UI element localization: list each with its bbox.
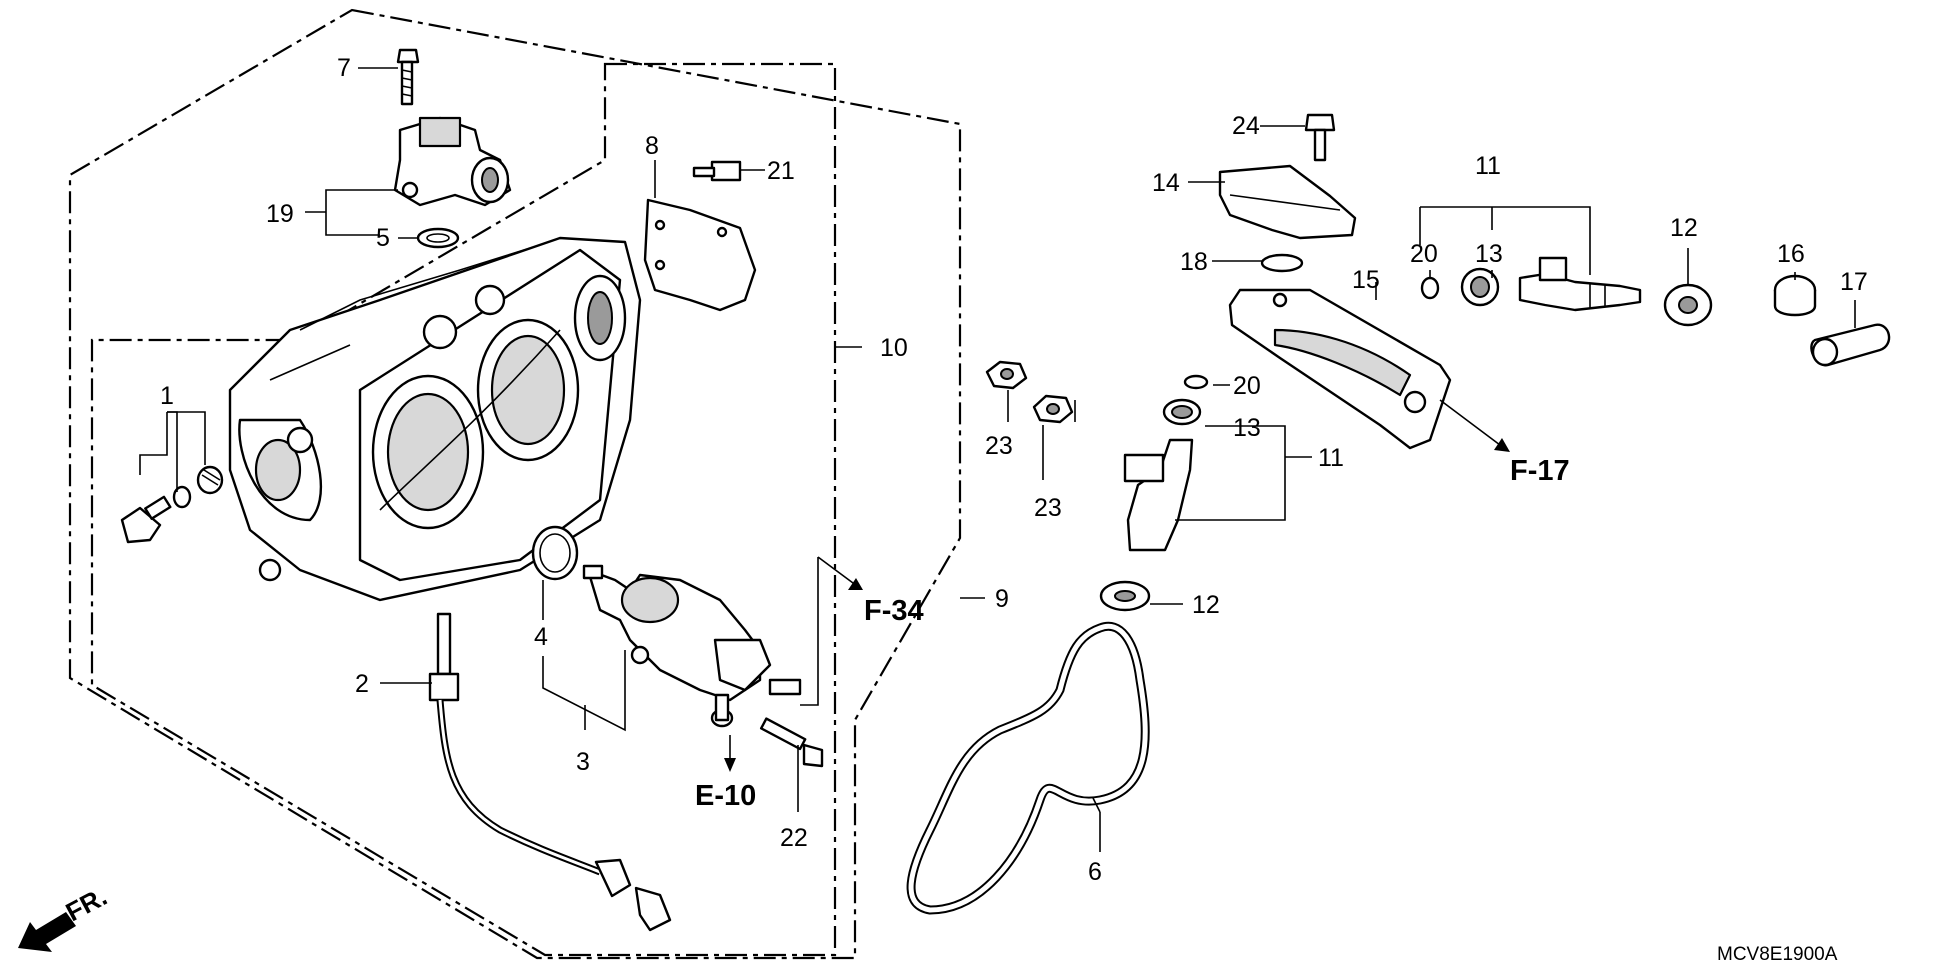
grommet-13-lower <box>1162 398 1202 426</box>
label-23b: 23 <box>1034 494 1062 522</box>
map-sensor-19 <box>393 116 512 207</box>
label-13-upper: 13 <box>1475 240 1503 268</box>
bolt-7 <box>396 48 420 106</box>
front-arrow-icon <box>18 912 76 952</box>
injector-11-lower <box>1123 438 1194 552</box>
label-20-upper: 20 <box>1410 240 1438 268</box>
ref-f34: F-34 <box>864 595 924 627</box>
bolt-22 <box>759 717 824 768</box>
cap-16 <box>1773 274 1817 317</box>
screw-21 <box>692 160 742 182</box>
label-6: 6 <box>1088 858 1102 886</box>
label-14: 14 <box>1152 169 1180 197</box>
label-10: 10 <box>880 334 908 362</box>
leader-lines <box>139 67 1856 852</box>
fuel-rail-15 <box>1228 288 1452 450</box>
reference-labels: F-34 F-17 E-10 FR. MCV8E1900A <box>61 455 1838 965</box>
label-9: 9 <box>995 585 1009 613</box>
gasket-6 <box>906 621 1150 915</box>
o-ring-5 <box>416 227 460 249</box>
label-16: 16 <box>1777 240 1805 268</box>
label-12-lower: 12 <box>1192 591 1220 619</box>
bracket-8 <box>643 198 757 312</box>
label-18: 18 <box>1180 248 1208 276</box>
idle-air-valve-3 <box>582 564 802 728</box>
cover-14 <box>1218 164 1357 240</box>
label-3: 3 <box>576 748 590 776</box>
label-17: 17 <box>1840 268 1868 296</box>
throttle-body <box>228 236 642 602</box>
ref-f17: F-17 <box>1510 455 1570 487</box>
nut-23-b <box>1032 394 1074 424</box>
assembly-9-boundary <box>68 8 962 960</box>
sensor-cable-2 <box>428 612 672 932</box>
diagram-code: MCV8E1900A <box>1717 944 1838 965</box>
label-21: 21 <box>767 157 795 185</box>
label-23a: 23 <box>985 432 1013 460</box>
label-8: 8 <box>645 132 659 160</box>
ref-e10: E-10 <box>695 780 756 812</box>
injector-11-upper <box>1518 256 1642 312</box>
seal-12-upper <box>1663 283 1713 327</box>
o-ring-20-lower <box>1183 374 1209 390</box>
label-20-lower: 20 <box>1233 372 1261 400</box>
assembly-10-boundary <box>90 62 837 957</box>
label-24: 24 <box>1232 112 1260 140</box>
label-1: 1 <box>160 382 174 410</box>
grommet-13-upper <box>1460 267 1500 307</box>
seal-12-lower <box>1099 580 1151 612</box>
label-7: 7 <box>337 54 351 82</box>
o-ring-20-upper <box>1420 276 1440 300</box>
label-12-upper: 12 <box>1670 214 1698 242</box>
label-22: 22 <box>780 824 808 852</box>
label-11-lower: 11 <box>1318 444 1344 472</box>
label-5: 5 <box>376 224 390 252</box>
label-13-lower: 13 <box>1233 414 1261 442</box>
label-4: 4 <box>534 623 548 651</box>
nut-23-a <box>985 360 1028 390</box>
bolt-24 <box>1304 113 1336 162</box>
label-19: 19 <box>266 200 294 228</box>
part-labels: 7 19 5 8 21 10 1 9 2 4 3 22 23 23 6 24 1… <box>160 54 1868 886</box>
label-2: 2 <box>355 670 369 698</box>
cap-17 <box>1810 323 1891 367</box>
screw-set-1 <box>120 465 224 544</box>
label-15: 15 <box>1352 266 1380 294</box>
washer-18 <box>1260 253 1304 273</box>
label-11-upper: 11 <box>1475 152 1501 180</box>
reference-arrows <box>18 399 1510 952</box>
